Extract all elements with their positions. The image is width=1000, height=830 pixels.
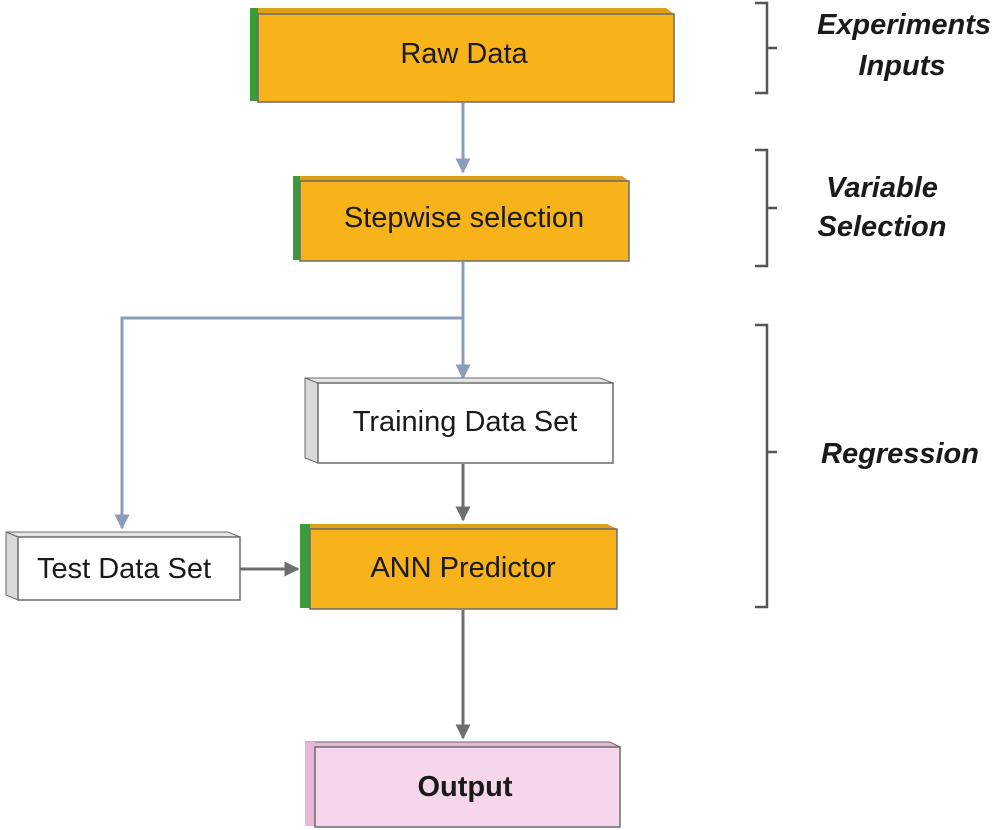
- test-data-set-node: Test Data Set: [5, 531, 241, 601]
- test-box: [17, 536, 241, 601]
- stepwise-box: [299, 180, 630, 262]
- ann-predictor-node: ANN Predictor: [300, 524, 618, 610]
- raw-data-top-face: [250, 8, 674, 14]
- training-data-set-node: Training Data Set: [304, 377, 614, 464]
- connectors: [114, 103, 471, 740]
- raw-data-box: [257, 13, 675, 103]
- stage-experiments-line2: Inputs: [859, 50, 946, 82]
- ann-label: ANN Predictor: [370, 552, 556, 584]
- test-left-face: [5, 531, 19, 601]
- raw-data-label: Raw Data: [400, 38, 528, 70]
- output-left-face: [305, 742, 315, 826]
- ann-left-face: [300, 524, 310, 608]
- training-left-face: [304, 377, 319, 464]
- raw-data-node: Raw Data: [250, 8, 675, 103]
- ann-top-face: [300, 524, 617, 529]
- stage-experiments-line1: Experiments: [817, 9, 991, 41]
- brace-regression: [755, 323, 777, 609]
- output-node: Output: [304, 741, 621, 828]
- brace-experiments: [755, 1, 777, 95]
- stage-variable-line1: Variable: [826, 172, 938, 204]
- stage-labels: Experiments Inputs Variable Selection Re…: [817, 9, 991, 470]
- raw-data-left-face: [250, 8, 258, 101]
- stepwise-selection-node: Stepwise selection: [293, 176, 630, 262]
- stage-regression: Regression: [821, 438, 979, 470]
- stepwise-top-face: [293, 176, 629, 181]
- stage-variable-line2: Selection: [818, 211, 947, 243]
- connector-branch-to-test: [114, 316, 463, 530]
- stepwise-label: Stepwise selection: [344, 202, 584, 234]
- output-box: [314, 746, 621, 828]
- stepwise-left-face: [293, 176, 300, 260]
- brace-variable-selection: [755, 148, 777, 268]
- training-label: Training Data Set: [353, 406, 578, 438]
- ann-box: [309, 528, 618, 610]
- test-label: Test Data Set: [37, 553, 211, 585]
- training-box: [317, 382, 614, 464]
- output-label: Output: [417, 771, 512, 803]
